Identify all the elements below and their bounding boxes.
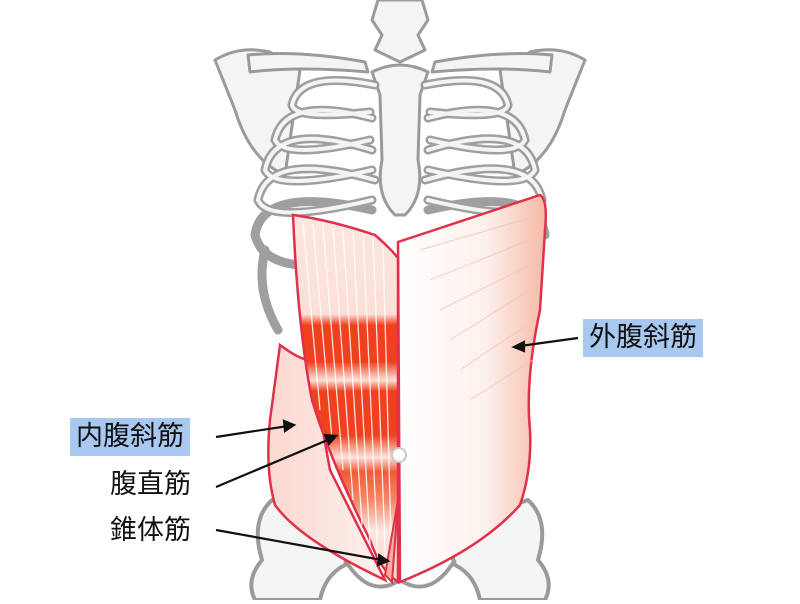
- label-internal-oblique: 内腹斜筋: [70, 418, 190, 456]
- pointer-arrows: [215, 336, 579, 567]
- label-external-oblique: 外腹斜筋: [583, 319, 703, 357]
- label-rectus-abdominis: 腹直筋: [110, 469, 191, 500]
- navel: [391, 447, 407, 463]
- internal-oblique-muscle: [267, 342, 388, 583]
- external-oblique-muscle: [396, 193, 548, 584]
- label-pyramidalis: 錐体筋: [110, 515, 191, 546]
